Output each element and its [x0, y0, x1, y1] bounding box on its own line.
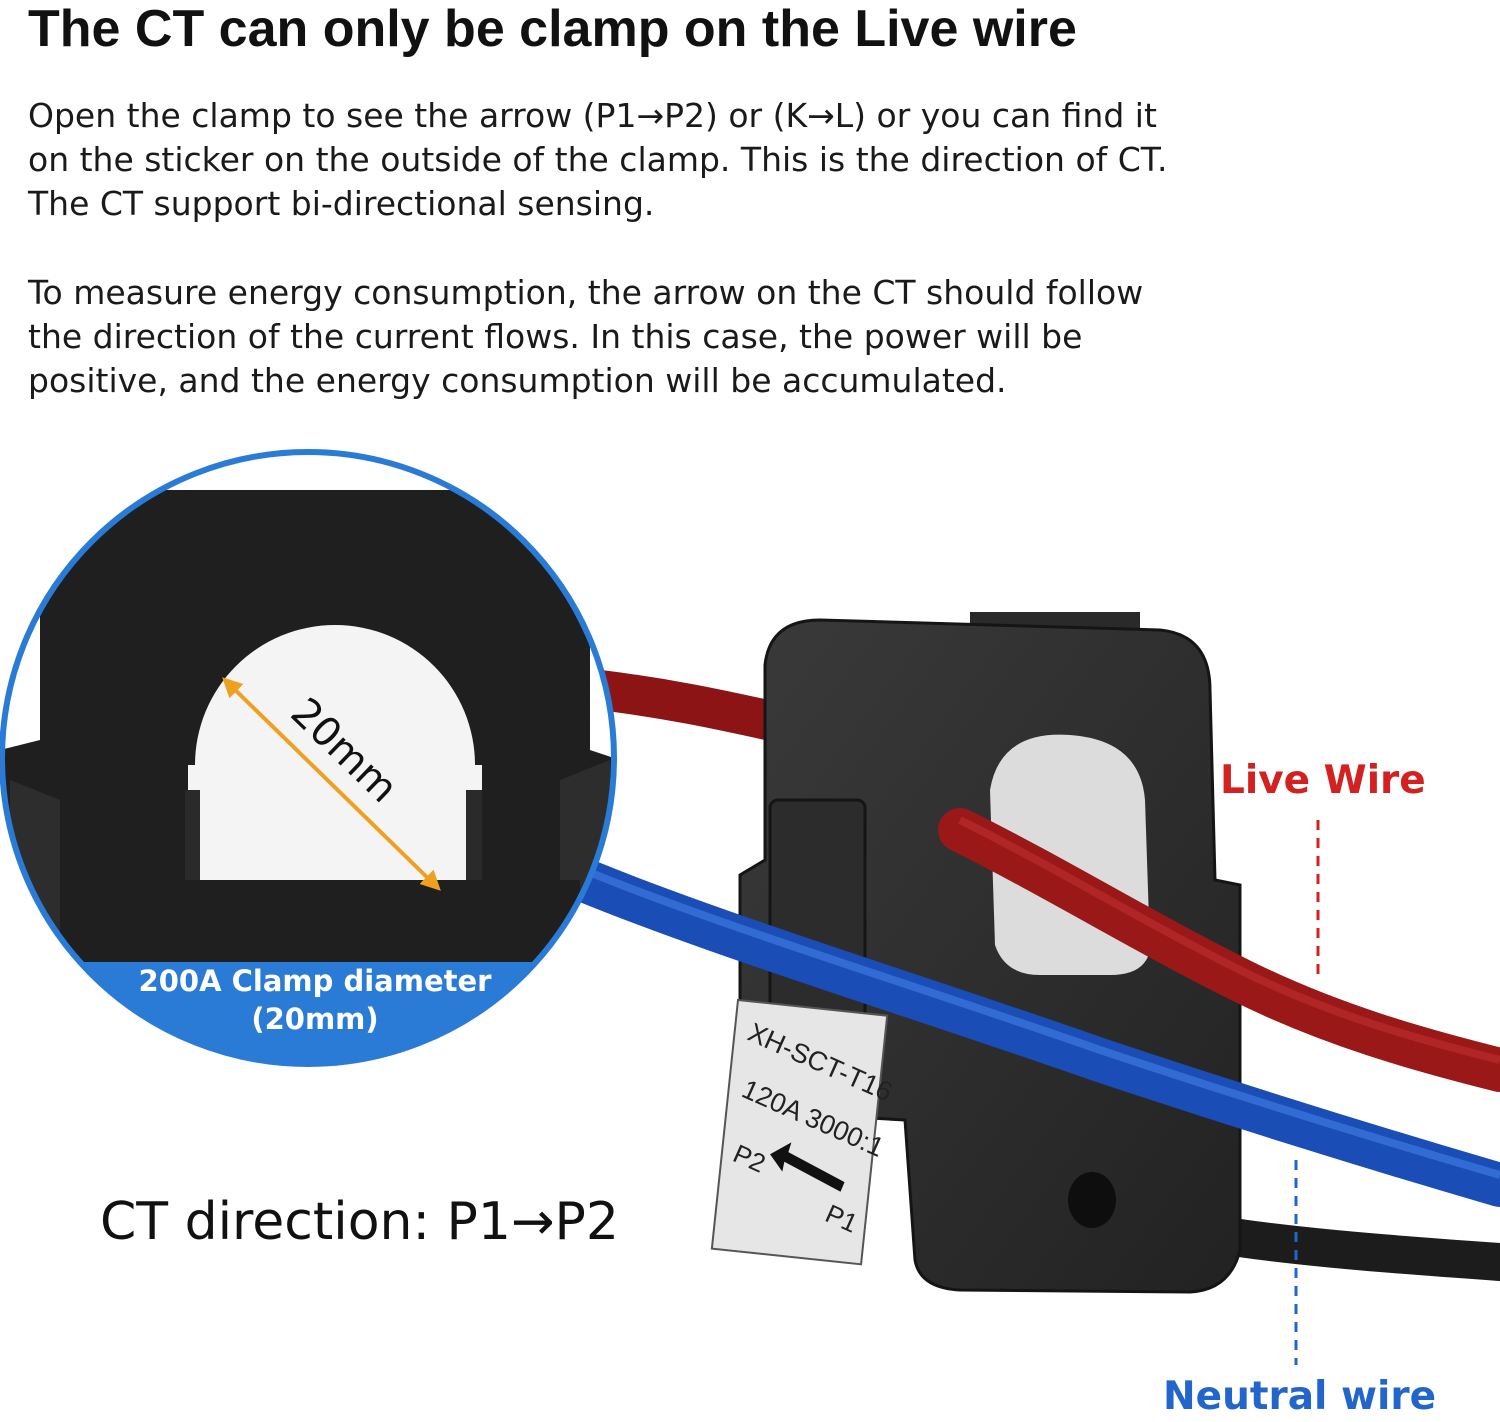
- zoom-inset-border: [0, 449, 617, 1067]
- ct-sticker: XH-SCT-T16 120A 3000:1 P2 P1: [710, 998, 897, 1266]
- zoom-inset: 20mm: [2, 452, 614, 1064]
- measurement-line-1: To measure energy consumption, the arrow…: [28, 273, 1144, 312]
- measurement-line-2: the direction of the current flows. In t…: [28, 317, 1083, 356]
- clamp-caption-line-1: 200A Clamp diameter: [138, 964, 492, 998]
- neutral-wire: [538, 848, 1500, 1207]
- live-wire: [938, 808, 1500, 1092]
- ct-direction-arrow-icon: [770, 1142, 845, 1192]
- neutral-wire-label: Neutral wire: [1163, 1374, 1437, 1419]
- ct-exit-hole: [1068, 1172, 1116, 1228]
- ct-direction-text: CT direction: P1→P2: [100, 1192, 619, 1252]
- intro-line-1: Open the clamp to see the arrow (P1→P2) …: [28, 96, 1157, 135]
- intro-paragraph: Open the clamp to see the arrow (P1→P2) …: [28, 94, 1288, 226]
- live-wire-back: [597, 670, 795, 745]
- measurement-paragraph: To measure energy consumption, the arrow…: [28, 271, 1288, 403]
- measurement-line-3: positive, and the energy consumption wil…: [28, 361, 1007, 400]
- clamp-caption-line-2: (20mm): [251, 1002, 379, 1036]
- live-wire-label: Live Wire: [1220, 758, 1426, 803]
- intro-line-2: on the sticker on the outside of the cla…: [28, 140, 1168, 179]
- page-headline: The CT can only be clamp on the Live wir…: [28, 0, 1077, 58]
- clamp-caption: 200A Clamp diameter (20mm): [120, 962, 510, 1038]
- diameter-arrow: [222, 677, 441, 891]
- intro-line-3: The CT support bi-directional sensing.: [28, 184, 655, 223]
